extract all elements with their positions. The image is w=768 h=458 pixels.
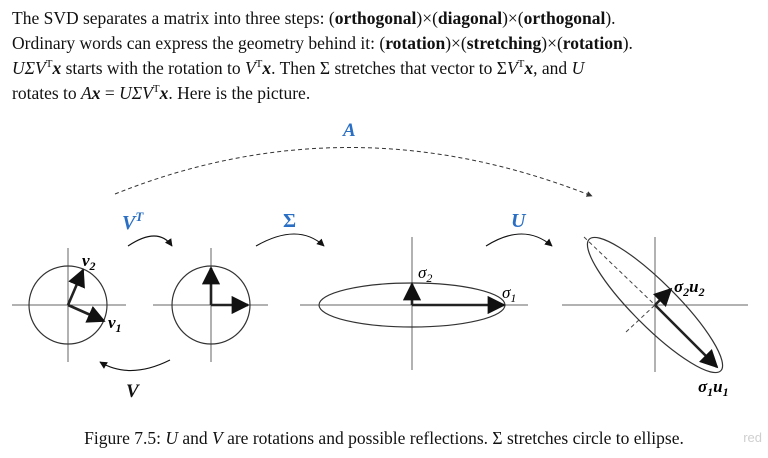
text-run: )×( xyxy=(541,33,563,53)
math-usv: UΣV xyxy=(119,83,153,103)
math-u: U xyxy=(571,58,585,78)
text-run: Ordinary words can express the geometry … xyxy=(12,33,386,53)
text-run: )×( xyxy=(502,8,524,28)
paragraph-line-4: rotates to Ax = UΣVTx. Here is the pictu… xyxy=(12,81,756,106)
label-vt: VT xyxy=(122,209,144,234)
panel-ellipse: σ2 σ1 xyxy=(300,237,528,370)
math-sup: T xyxy=(152,83,160,95)
bold-orthogonal-2: orthogonal xyxy=(523,8,606,28)
v-arrow xyxy=(99,359,171,372)
math-sup: T xyxy=(517,58,525,70)
math-x: x xyxy=(52,58,62,78)
paragraph-line-2: Ordinary words can express the geometry … xyxy=(12,31,756,56)
bold-rotation: rotation xyxy=(385,33,446,53)
panel-rotated-ellipse: σ2u2 σ1u1 xyxy=(562,236,748,399)
label-s1u1: σ1u1 xyxy=(698,377,729,399)
paragraph-line-3: UΣVTx starts with the rotation to VTx. T… xyxy=(12,56,756,81)
math-sup: T xyxy=(255,58,263,70)
text-run: ). xyxy=(605,8,616,28)
text-run: rotates to xyxy=(12,83,82,103)
label-v1: v1 xyxy=(108,313,122,335)
caption-math-v: V xyxy=(212,428,223,448)
math-x: x xyxy=(91,83,101,103)
label-sigma2: σ2 xyxy=(418,263,432,285)
text-run: )×( xyxy=(416,8,438,28)
paragraph-line-1: The SVD separates a matrix into three st… xyxy=(12,6,756,31)
bold-stretching: stretching xyxy=(466,33,542,53)
math-x: x xyxy=(524,58,534,78)
vector-v1 xyxy=(67,303,106,323)
math-x: x xyxy=(159,83,169,103)
panel-circle-rotated xyxy=(153,248,268,362)
text-run: . Here is the picture. xyxy=(168,83,311,103)
caption-text: and xyxy=(177,428,212,448)
bold-diagonal: diagonal xyxy=(437,8,503,28)
math-v: V xyxy=(506,58,518,78)
label-v2: v2 xyxy=(82,251,96,273)
caption-math-u: U xyxy=(165,428,178,448)
math-sup: T xyxy=(45,58,53,70)
label-v: V xyxy=(126,381,140,402)
text-run: . Then Σ stretches that vector to Σ xyxy=(271,58,507,78)
a-dashed-arc xyxy=(114,147,593,197)
body-paragraph: The SVD separates a matrix into three st… xyxy=(12,6,756,106)
bold-rotation-2: rotation xyxy=(562,33,623,53)
math-a: A xyxy=(81,83,92,103)
label-sigma: Σ xyxy=(283,210,296,232)
bold-orthogonal: orthogonal xyxy=(334,8,417,28)
label-s2u2: σ2u2 xyxy=(674,277,705,299)
vector-v2 xyxy=(66,268,85,306)
watermark: red xyxy=(743,430,762,445)
text-run: )×( xyxy=(445,33,467,53)
panel-circle-v: v2 v1 xyxy=(12,248,126,362)
label-a: A xyxy=(342,120,356,141)
text-run: ). xyxy=(622,33,633,53)
caption-text: are rotations and possible reflections. … xyxy=(222,428,684,448)
text-run: starts with the rotation to xyxy=(61,58,245,78)
vector-s2u2 xyxy=(652,287,673,308)
math-v: V xyxy=(244,58,256,78)
u-arrow xyxy=(485,233,553,247)
vt-arrow xyxy=(127,235,173,247)
minor-axis-dashed xyxy=(625,304,656,333)
major-axis-dashed xyxy=(583,236,656,306)
text-run: , and xyxy=(533,58,572,78)
figure-caption: Figure 7.5: U and V are rotations and po… xyxy=(0,428,768,449)
sigma-arrow xyxy=(255,233,325,247)
label-u: U xyxy=(511,210,527,232)
math-x: x xyxy=(262,58,272,78)
text-run: The SVD separates a matrix into three st… xyxy=(12,8,335,28)
label-sigma1: σ1 xyxy=(502,283,516,305)
text-run: = xyxy=(100,83,120,103)
caption-text: Figure 7.5: xyxy=(84,428,166,448)
math-usv: UΣV xyxy=(12,58,46,78)
vector-s1u1 xyxy=(654,304,719,369)
svd-figure: A VT Σ U V v2 v1 σ2 σ1 xyxy=(12,120,748,402)
